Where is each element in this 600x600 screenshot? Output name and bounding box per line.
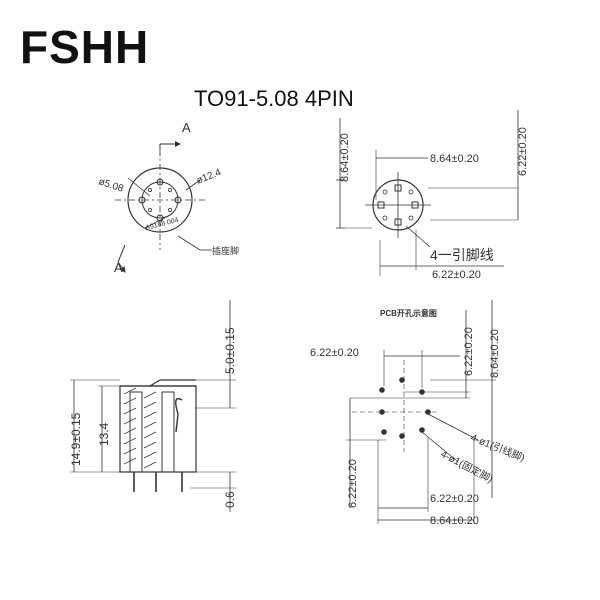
pcb-hole (381, 429, 387, 435)
total-height-dim: 14.9±0.15 (69, 412, 83, 466)
top-height-dim: 5.0±0.15 (223, 327, 237, 374)
pcb-title: PCB开孔示意图 (380, 308, 437, 318)
pcb-hole (399, 433, 405, 439)
outer-diameter-label: ø12.4 (195, 167, 223, 187)
model-title: TO91-5.08 4PIN (194, 86, 354, 111)
body-height-dim: 13.4 (97, 422, 111, 446)
pcb-top-width-dim: 6.22±0.20 (310, 347, 359, 359)
right-height-dim: 6.22±0.20 (517, 127, 529, 176)
inner-width-dim: 8.64±0.20 (430, 153, 479, 165)
pcb-hole (379, 409, 385, 415)
section-a-top-label: A (182, 120, 191, 135)
pin-pitch-diameter-label: ø5.08 (97, 176, 125, 194)
left-height-dim: 8.64±0.20 (339, 133, 351, 182)
pin-length-dim: 0.6 (223, 491, 237, 508)
bottom-width-dim: 6.22±0.20 (432, 269, 481, 281)
fixing-hole-note: 4-ø1(固定脚) (439, 447, 496, 485)
pcb-bottom-outer-dim: 8.64±0.20 (430, 515, 479, 527)
pcb-bottom-inner-dim: 6.22±0.20 (430, 493, 479, 505)
section-a-bottom-label: A (114, 260, 123, 275)
pcb-hole (399, 377, 405, 383)
lead-hole-note: 4-ø1(引线脚) (469, 431, 527, 464)
pcb-hole (379, 387, 385, 393)
pcb-hole (419, 427, 425, 433)
side-section-drawing (70, 300, 236, 512)
pcb-right-outer-dim: 8.64±0.20 (489, 329, 501, 378)
pcb-footprint-drawing (346, 300, 496, 524)
top-view-drawing (115, 141, 212, 273)
top-view-pin-note: 插座脚 (212, 245, 239, 256)
pcb-right-inner-dim: 6.22±0.20 (463, 327, 475, 376)
pcb-left-height-dim: 6.22±0.20 (347, 459, 359, 508)
pin-wire-note: 4一引脚线 (430, 247, 494, 263)
bottom-view-drawing (336, 110, 519, 276)
brand-logo: FSHH (20, 21, 150, 73)
